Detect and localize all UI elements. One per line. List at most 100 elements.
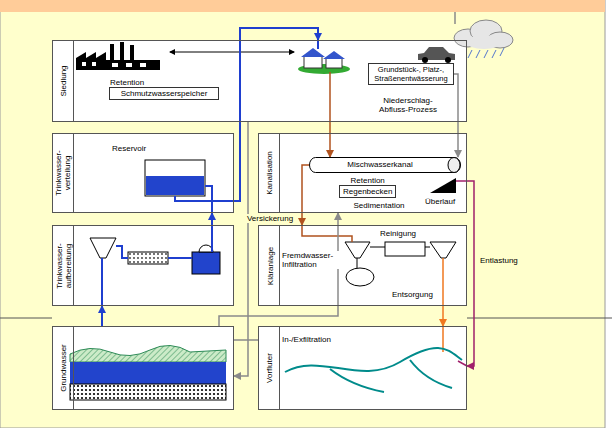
overflow-weir (430, 178, 456, 193)
flow-label: Fremdwasser- Infiltration (281, 251, 339, 269)
filter-bed (128, 252, 168, 264)
flow-connector (454, 74, 458, 157)
flow-label: In-/Exfiltration (281, 335, 332, 344)
rain-line (454, 12, 456, 24)
sewage-line (329, 72, 331, 122)
house-body (326, 58, 342, 68)
panel-fill (52, 133, 234, 213)
panel-title: Kläranlage (259, 229, 279, 302)
panel-fill (52, 326, 234, 410)
roof (301, 48, 325, 57)
clear-water-tank (192, 252, 220, 274)
frame-line (0, 318, 612, 319)
box-text: Regenbecken (343, 187, 392, 196)
annotation-label: Niederschlag- Abfluss-Prozess (372, 96, 444, 114)
flow-connector (211, 213, 213, 225)
house-body (304, 56, 322, 68)
panel-strip: Siedlung (53, 41, 74, 121)
primary-clarifier (345, 242, 370, 258)
annotation-label: Sedimentation (353, 201, 404, 210)
process-box: RetentionRegenbecken (339, 185, 396, 198)
supply-line (102, 225, 212, 306)
pipe-body (310, 158, 461, 173)
factory-windows (82, 62, 146, 67)
panel-strip: Trinkwasser- aufbereitung (53, 226, 74, 305)
factory-hall (76, 52, 160, 70)
panel-title: Trinkwasser- aufbereitung (53, 229, 73, 302)
reservoir-tank (145, 160, 205, 196)
flow-connector (329, 122, 331, 157)
gravel-layer (70, 384, 226, 400)
overflow-line (456, 180, 467, 182)
wastewater-plant-icon (345, 242, 456, 286)
flow-label: Versickerung (246, 214, 294, 223)
panel-title: Trinkwasser- verteilung (53, 137, 73, 209)
flow-label: Entlastung (479, 256, 519, 265)
box-heading: Retention (340, 176, 395, 185)
rain-drops (468, 48, 504, 58)
flow-connector (101, 306, 103, 326)
panel-title: Vorfluter (259, 330, 279, 406)
treatment-plant-icon (90, 238, 220, 274)
process-line (357, 247, 430, 268)
panel-fill (52, 225, 234, 306)
pump (199, 245, 213, 252)
panel-strip: Trinkwasser- verteilung (53, 134, 74, 212)
panel-title: Kanalisation (259, 137, 279, 209)
panel-fill (258, 326, 467, 410)
supply-line (175, 186, 234, 213)
cloud-icon (454, 20, 513, 58)
box-text: Grundstück-, Platz-, Straßenentwässerung (372, 65, 450, 83)
factory-icon (76, 42, 160, 70)
annotation-label: Entsorgung (392, 290, 433, 299)
chimney (110, 44, 114, 60)
roof (323, 51, 345, 59)
river-icon (285, 348, 467, 392)
pipe-label: Mischwasserkanal (309, 157, 461, 173)
annotation-label: Überlauf (425, 197, 455, 206)
flow-connector (234, 28, 318, 201)
panel-fill (258, 133, 467, 213)
flow-connector (234, 122, 248, 376)
exchange-arrow (170, 52, 294, 53)
flow-connector (219, 213, 338, 326)
panel-strip: Kanalisation (259, 134, 280, 212)
soil-layer (70, 345, 226, 362)
top-band (0, 0, 605, 12)
annotation-label: Reinigung (380, 229, 416, 238)
panel-fill (52, 40, 467, 122)
panel-title: Siedlung (53, 44, 73, 118)
cloud-puff (466, 35, 502, 49)
tank-wall (145, 160, 205, 196)
river (285, 348, 462, 372)
sewer-symbols (430, 178, 467, 193)
aquifer (70, 362, 226, 384)
sludge-tank (346, 268, 374, 286)
flow-connector (467, 181, 474, 366)
process-box: Grundstück-, Platz-, Straßenentwässerung (368, 63, 454, 85)
river-branch (330, 360, 452, 392)
groundwater-layers (70, 345, 226, 400)
flow-connector (442, 306, 444, 326)
panel-strip: Grundwasser (53, 327, 74, 409)
settling-funnel (90, 238, 116, 258)
annotation-label: Reservoir (112, 144, 146, 153)
pipe-end (448, 158, 460, 173)
process-box: RetentionSchmutzwasserspeicher (109, 87, 219, 100)
panel-strip: Kläranlage (259, 226, 280, 305)
car-icon (418, 47, 455, 63)
box-text: Schmutzwasserspeicher (113, 89, 215, 98)
tank-water (146, 176, 204, 195)
sewer-pipe: Mischwasserkanal (309, 157, 461, 173)
secondary-clarifier (430, 242, 456, 258)
panel-strip: Vorfluter (259, 327, 280, 409)
aeration-basin (385, 242, 425, 256)
panel-fill (258, 225, 467, 306)
supply-line (317, 40, 319, 49)
overflow-line (458, 361, 467, 366)
house-icon (298, 48, 350, 74)
sewage-line (302, 225, 352, 242)
